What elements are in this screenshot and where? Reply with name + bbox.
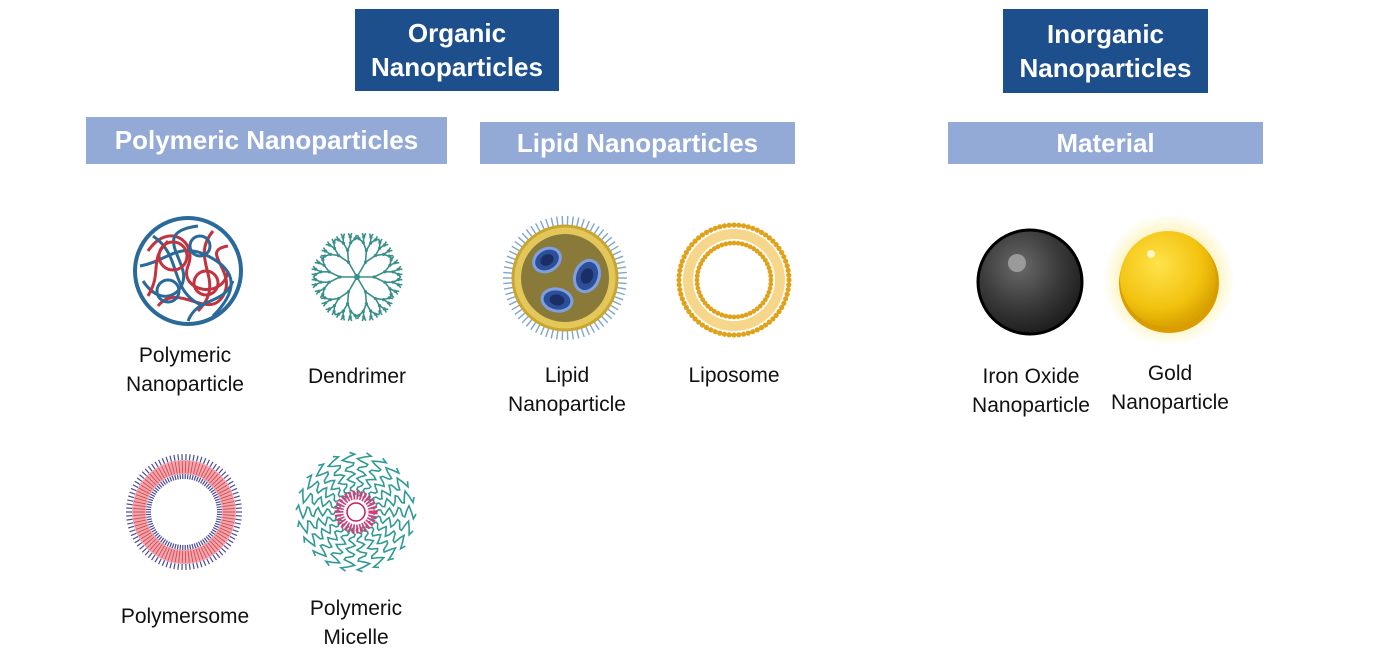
- gold-nanoparticle-icon: [1103, 214, 1235, 346]
- polymeric-micelle-label: Polymeric Micelle: [309, 597, 403, 649]
- inorganic-nanoparticles-header: Inorganic Nanoparticles: [1003, 9, 1208, 93]
- polymeric-nanoparticle-icon: [133, 216, 243, 326]
- iron-oxide-nanoparticle-icon: [976, 228, 1084, 336]
- polymersome-label: Polymersome: [120, 605, 250, 628]
- liposome-label: Liposome: [688, 364, 780, 387]
- gold-nanoparticle-label: Gold Nanoparticle: [1111, 362, 1229, 414]
- iron-oxide-nanoparticle-label: Iron Oxide Nanoparticle: [972, 365, 1090, 417]
- dendrimer-label: Dendrimer: [307, 365, 407, 388]
- polymeric-nanoparticle-label: Polymeric Nanoparticle: [126, 344, 244, 396]
- lipid-nanoparticles-header: Lipid Nanoparticles: [480, 122, 795, 164]
- liposome-icon: [676, 222, 792, 338]
- lipid-nanoparticle-label: Lipid Nanoparticle: [508, 364, 626, 416]
- lipid-nanoparticle-icon: [503, 216, 627, 340]
- material-header: Material: [948, 122, 1263, 164]
- organic-nanoparticles-header: Organic Nanoparticles: [355, 9, 559, 91]
- polymersome-icon: [126, 454, 242, 570]
- dendrimer-icon: [311, 232, 403, 322]
- polymeric-micelle-icon: [295, 451, 417, 573]
- polymeric-nanoparticles-header: Polymeric Nanoparticles: [86, 117, 447, 164]
